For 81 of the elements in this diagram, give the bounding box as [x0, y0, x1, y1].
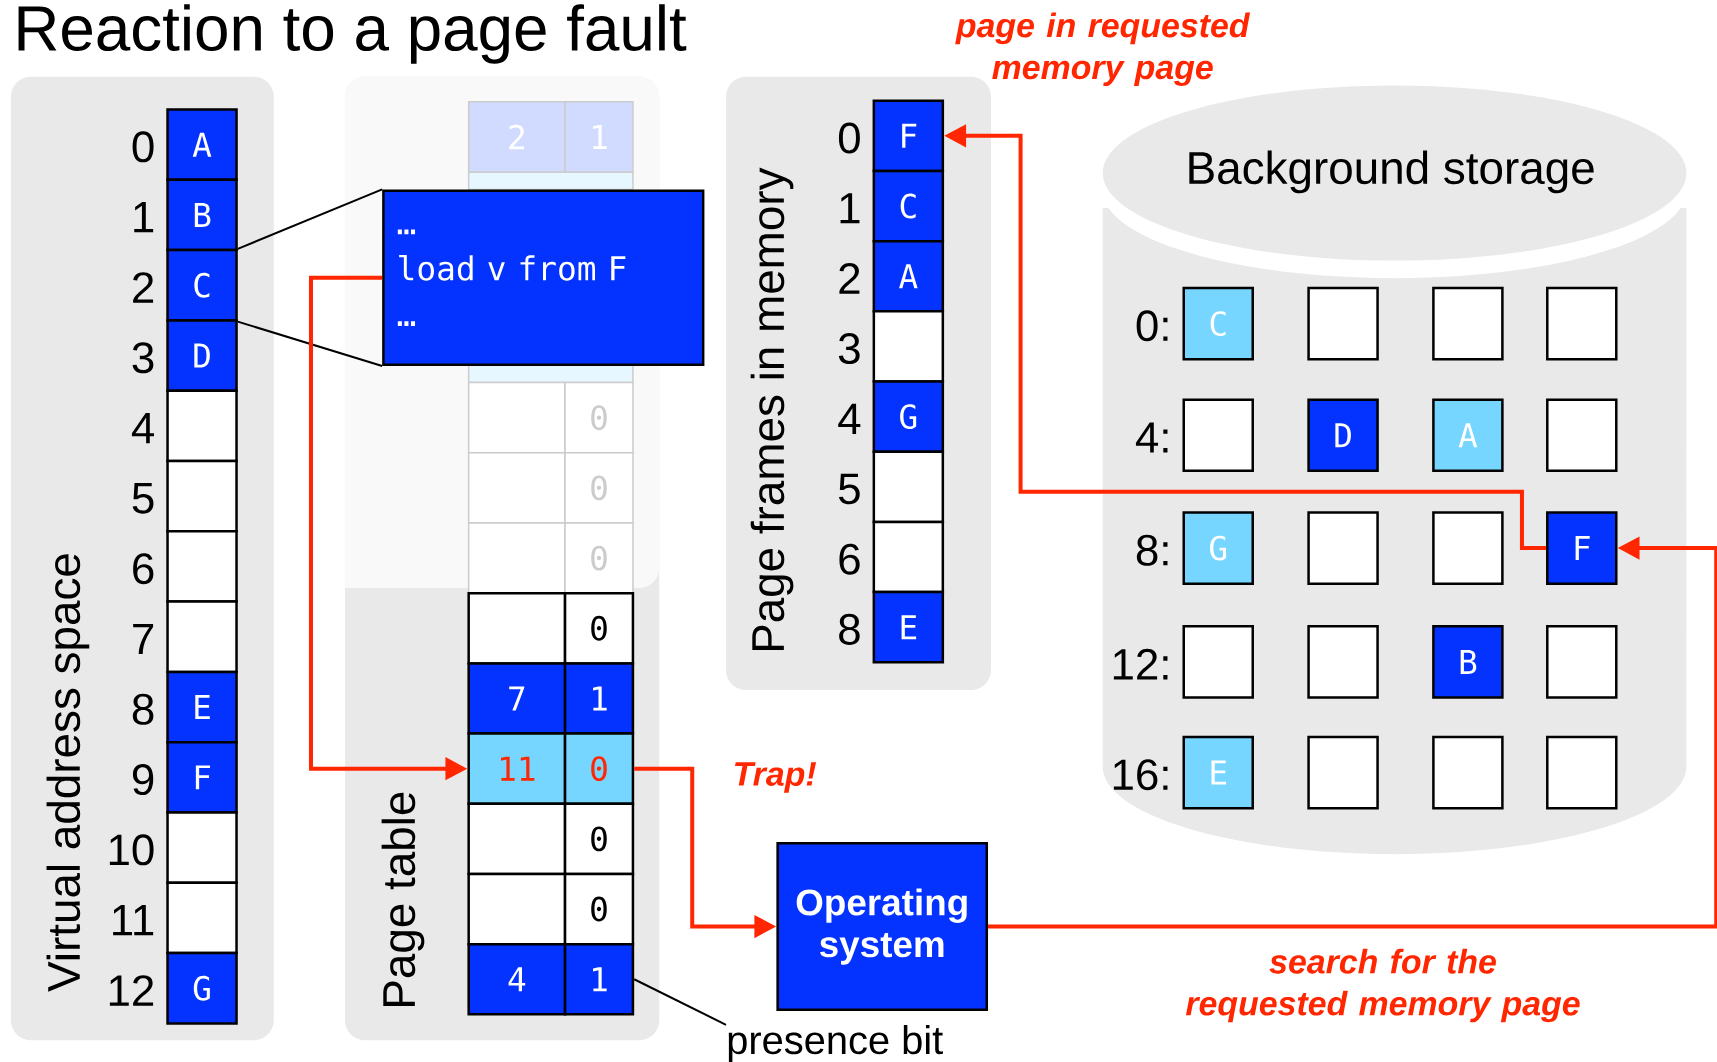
annotation-text: presence bit — [728, 1025, 943, 1062]
index-number: 4 — [131, 413, 154, 444]
leader-line — [236, 188, 384, 250]
storage-block — [1432, 511, 1504, 585]
index-number: 8: — [1136, 534, 1168, 566]
process-box: Operating system — [776, 842, 989, 1011]
index-number: 12: — [1113, 648, 1168, 680]
table-cell: 11 — [467, 732, 567, 805]
storage-block — [1432, 735, 1504, 810]
frame-cell: F — [872, 99, 945, 173]
table-cell — [467, 802, 567, 876]
index-number: 0 — [838, 122, 860, 154]
edge-label: search for the requested memory page — [1185, 948, 1580, 1023]
page-cell: G — [166, 951, 238, 1025]
edge-label: Trap! — [735, 762, 817, 793]
storage-block — [1432, 286, 1504, 361]
index-number: 16: — [1113, 759, 1168, 791]
storage-block — [1546, 625, 1618, 699]
storage-block: D — [1307, 398, 1379, 473]
index-number: 9 — [132, 764, 154, 796]
index-number: 1 — [840, 193, 860, 224]
table-cell: 1 — [563, 662, 635, 735]
table-cell — [467, 381, 566, 454]
storage-block: C — [1182, 286, 1254, 361]
storage-block: B — [1432, 625, 1504, 699]
storage-block: A — [1432, 398, 1504, 473]
table-cell: 7 — [467, 662, 567, 735]
node-label: Background storage — [1189, 150, 1594, 194]
index-number: 12 — [109, 975, 154, 1006]
index-number: 3 — [838, 333, 860, 365]
storage-block — [1307, 511, 1379, 585]
page-cell: B — [166, 178, 238, 252]
leader-line — [633, 978, 727, 1026]
frame-cell: G — [872, 380, 945, 453]
index-number: 0: — [1136, 310, 1168, 342]
title: Reaction to a page fault — [18, 4, 687, 64]
index-number: 8 — [839, 613, 860, 645]
table-cell: 1 — [563, 942, 635, 1016]
storage-block — [1546, 286, 1618, 361]
frame-cell: C — [872, 169, 945, 243]
storage-block — [1546, 398, 1618, 473]
storage-block — [1546, 735, 1618, 810]
index-number: 6 — [133, 553, 154, 585]
storage-block — [1307, 286, 1379, 361]
index-number: 5 — [838, 473, 860, 505]
table-cell: 0 — [563, 802, 635, 876]
storage-block: F — [1546, 511, 1618, 585]
code-box: … load v from F … — [382, 189, 705, 367]
index-number: 4: — [1135, 422, 1168, 453]
page-cell: C — [166, 248, 238, 322]
storage-block: G — [1182, 511, 1254, 585]
index-number: 4 — [838, 403, 861, 434]
page-cell: A — [166, 108, 238, 182]
frame-cell: E — [872, 590, 945, 664]
page-cell: F — [166, 740, 238, 814]
index-number: 10 — [109, 834, 154, 866]
index-number: 2 — [133, 272, 154, 303]
index-number: 6 — [839, 543, 860, 575]
table-cell — [467, 872, 567, 946]
table-cell: 0 — [563, 591, 635, 665]
storage-block — [1307, 735, 1379, 810]
leader-line — [236, 320, 384, 368]
index-number: 11 — [113, 905, 154, 936]
index-number: 1 — [134, 202, 154, 233]
index-number: 0 — [132, 131, 154, 163]
frame-cell: A — [872, 239, 945, 313]
table-cell — [467, 591, 567, 665]
index-number: 3 — [132, 342, 154, 374]
storage-block: E — [1182, 735, 1254, 810]
page-cell: D — [166, 319, 238, 392]
table-cell: 0 — [563, 732, 635, 805]
index-number: 2 — [839, 263, 860, 294]
index-number: 8 — [132, 693, 154, 725]
table-cell — [467, 452, 566, 524]
index-number: 5 — [132, 483, 154, 514]
table-cell: 4 — [467, 942, 567, 1016]
storage-block — [1307, 625, 1379, 699]
table-cell: 0 — [563, 872, 635, 946]
index-number: 7 — [133, 623, 154, 655]
page-cell: E — [166, 670, 238, 744]
table-cell — [467, 522, 566, 594]
